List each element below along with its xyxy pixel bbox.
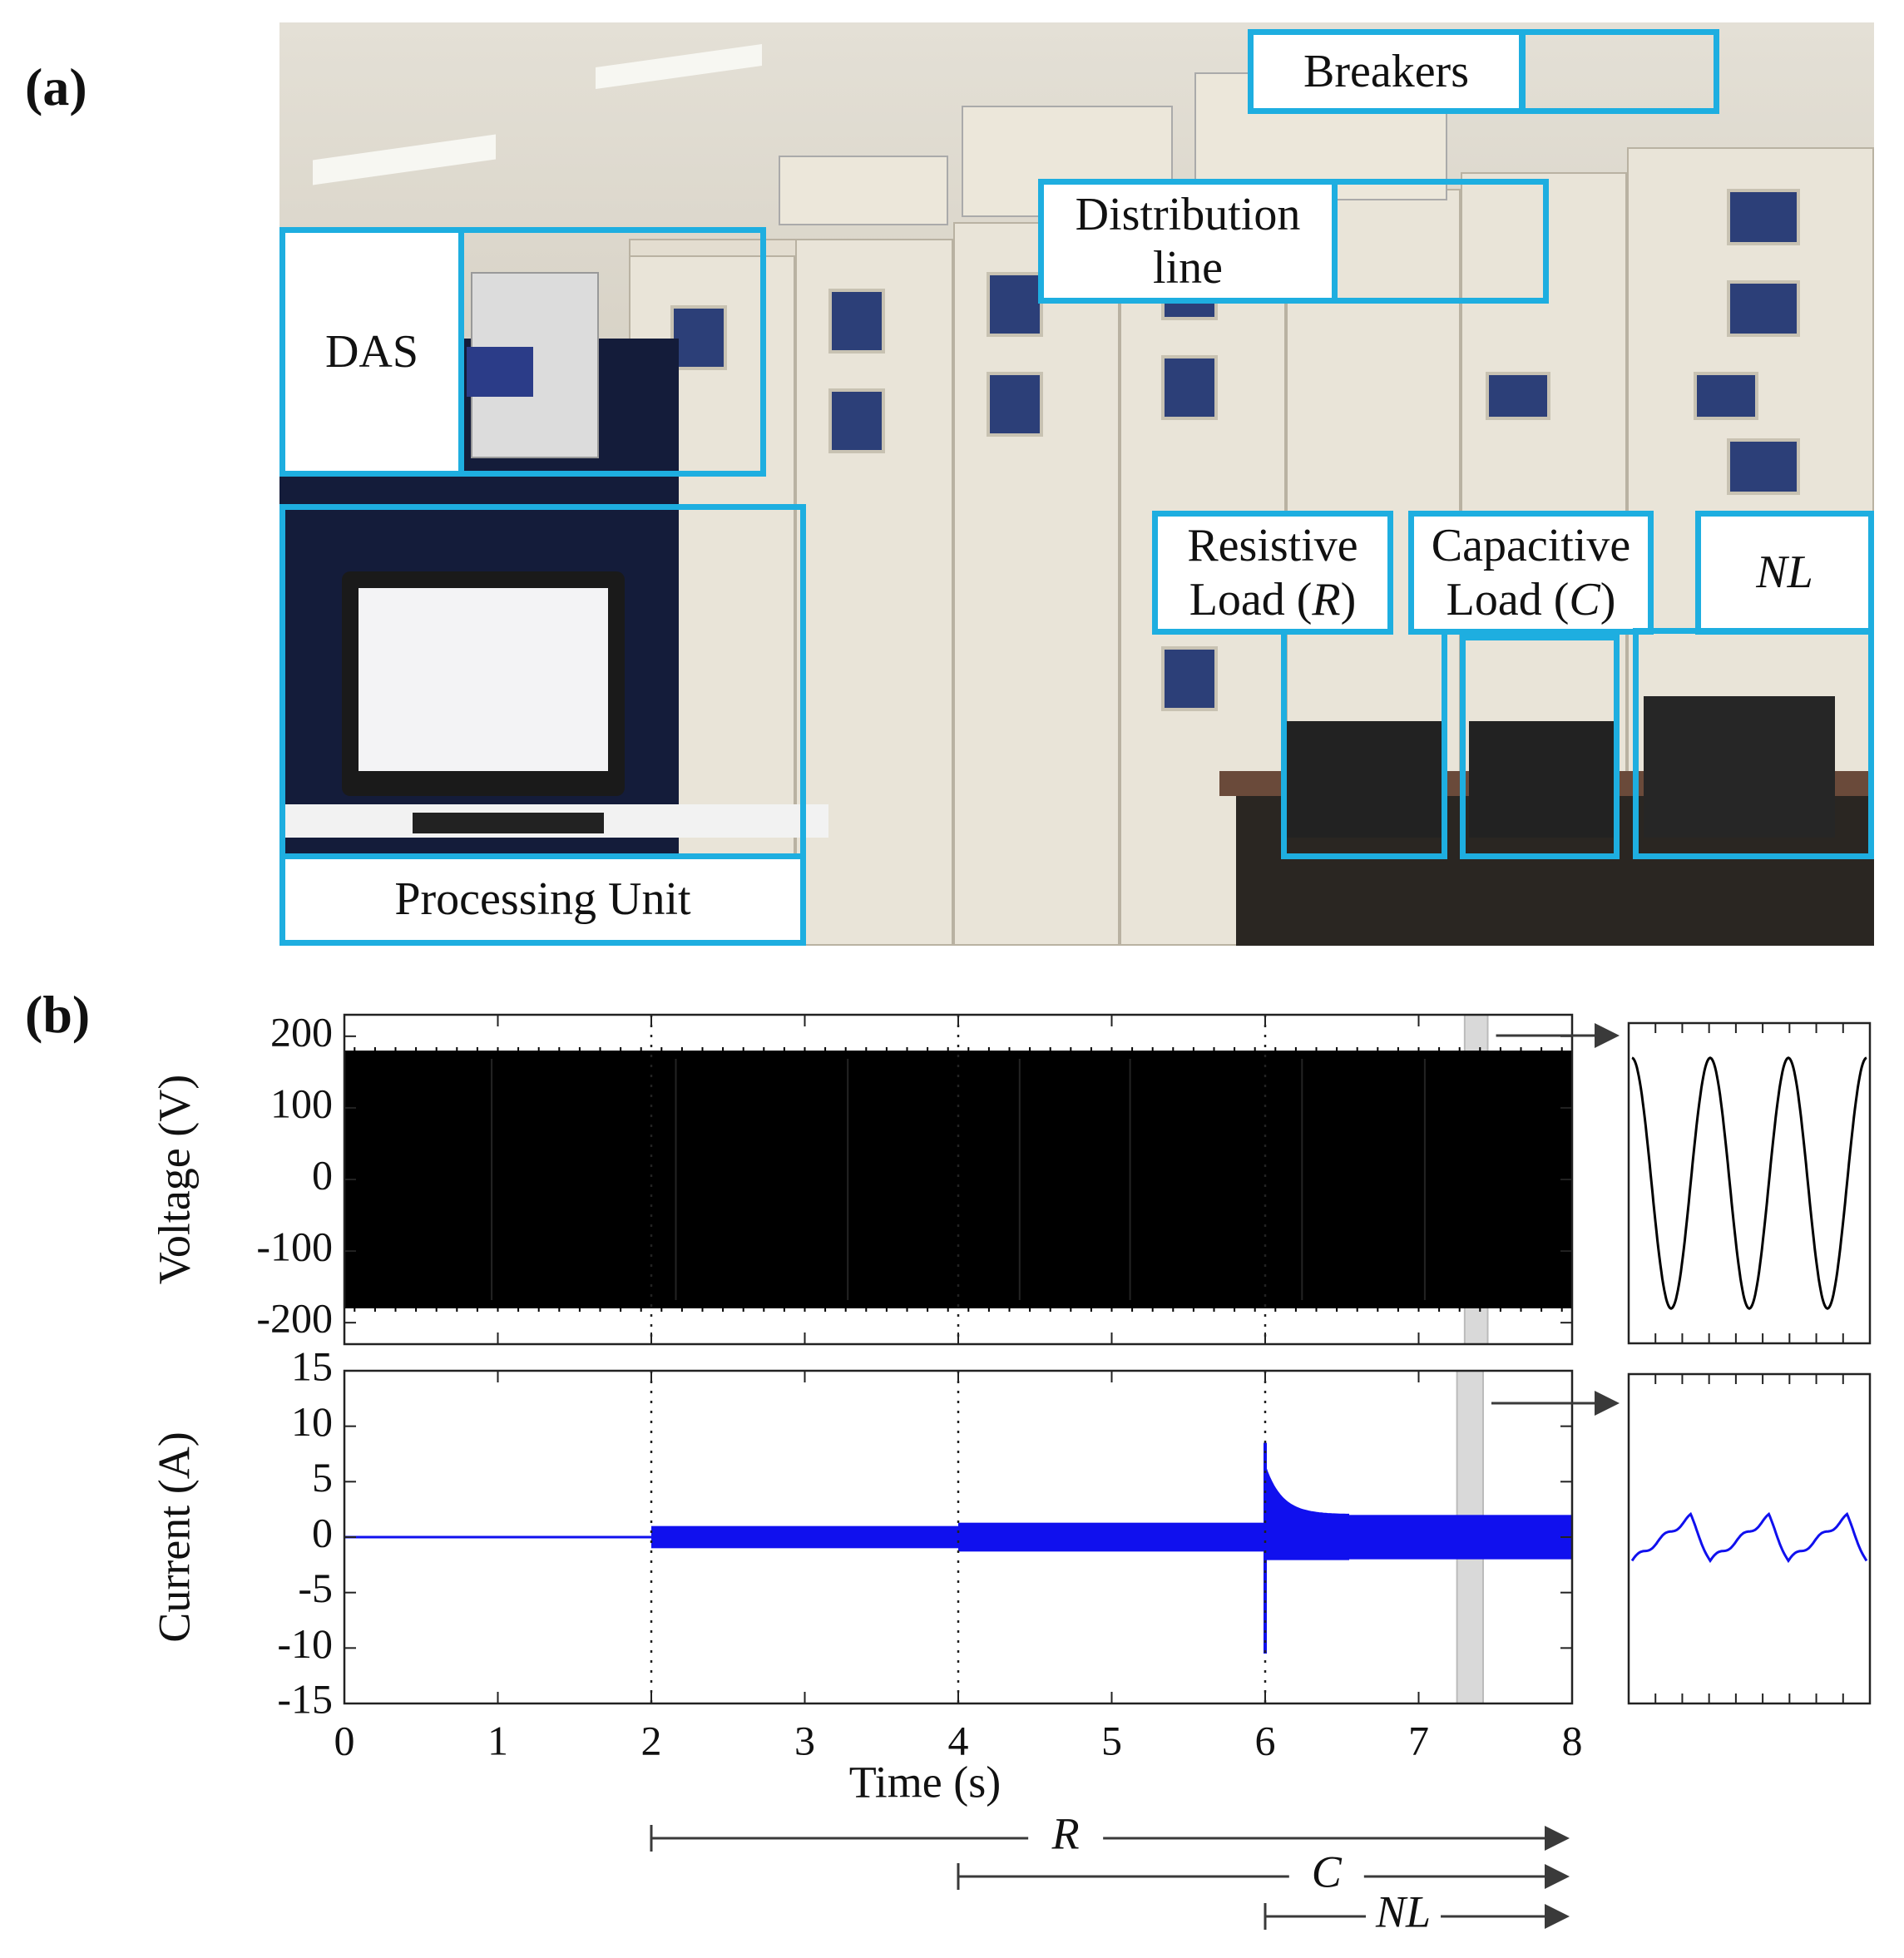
load-arrow-label: R [1051, 1808, 1080, 1858]
panel-meter [828, 388, 885, 453]
x-tick-label: 8 [1562, 1717, 1583, 1763]
x-tick-label: 0 [334, 1717, 355, 1763]
panel-meter [1727, 189, 1800, 245]
panel-meter [670, 305, 727, 370]
capacitive-load-text-1: Capacitive [1431, 520, 1631, 572]
das-text: DAS [324, 325, 419, 378]
resistive-load-text-2: Load (R) [1189, 573, 1357, 625]
current-transient-decay [1264, 1466, 1349, 1560]
current-y-tick-label: 0 [312, 1509, 333, 1555]
load-arrow-label-bg [1366, 1891, 1442, 1941]
nonlinear-load-box [1644, 696, 1835, 838]
distribution-line-text-2: line [1153, 242, 1223, 294]
capacitive-load-box [1469, 721, 1619, 838]
current-y-tick-label: 10 [291, 1398, 333, 1445]
resistive-load-text-1: Resistive [1187, 520, 1358, 572]
voltage-y-tick-label: 100 [270, 1080, 333, 1126]
capacitive-load-label: Capacitive Load (C) [1408, 511, 1654, 635]
load-arrow-label: NL [1375, 1886, 1431, 1936]
voltage-y-tick-label: -200 [256, 1295, 333, 1342]
panel-meter [1727, 280, 1800, 337]
voltage-y-axis-label: Voltage (V) [149, 1075, 199, 1284]
x-tick-label: 6 [1255, 1717, 1276, 1763]
panel-meter [987, 272, 1043, 337]
current-y-tick-label: -5 [298, 1565, 333, 1611]
current-y-axis-label: Current (A) [149, 1431, 199, 1642]
load-arrow-label: C [1312, 1847, 1343, 1896]
load-arrow-label-bg [1288, 1852, 1364, 1901]
nl-box-outline [1633, 628, 1874, 859]
distribution-line-text-1: Distribution [1075, 188, 1301, 240]
panel-meter [1161, 355, 1218, 420]
current-y-tick-label: 15 [291, 1342, 333, 1389]
panel-meter [987, 372, 1043, 437]
x-tick-label: 2 [641, 1717, 662, 1763]
x-tick-label: 3 [794, 1717, 815, 1763]
voltage-trace-streaks [491, 1059, 1426, 1300]
voltage-trace [344, 1051, 1572, 1308]
x-tick-label: 7 [1408, 1717, 1429, 1763]
x-tick-label: 1 [487, 1717, 508, 1763]
panel-b-label: (b) [25, 985, 91, 1044]
keyboard [413, 813, 604, 833]
lab-photo [279, 22, 1874, 946]
voltage-inset-frame [1627, 1021, 1872, 1345]
monitor-screen [359, 588, 608, 771]
cabinet-column [953, 222, 1120, 946]
panel-meter [1486, 372, 1550, 420]
load-arrow-label-bg [1028, 1813, 1104, 1863]
current-inset-trace [1630, 1511, 1868, 1564]
panel-a-label: (a) [25, 57, 87, 116]
nl-text: NL [1756, 546, 1813, 599]
cabinet-column [795, 239, 953, 946]
voltage-inset-trace [1631, 1056, 1867, 1310]
resistive-load-label: Resistive Load (R) [1152, 511, 1393, 635]
voltage-y-tick-label: -100 [256, 1224, 333, 1270]
resistive-load-box [1286, 721, 1444, 838]
panel-meter [1161, 646, 1218, 711]
resistive-load-box-outline [1281, 635, 1447, 859]
panel-meter [828, 289, 885, 354]
capacitive-load-box-outline [1460, 635, 1620, 859]
distribution-line-label: Distribution line [1038, 179, 1338, 304]
panel-meter [1727, 438, 1800, 495]
x-tick-label: 5 [1101, 1717, 1122, 1763]
current-y-tick-label: -15 [277, 1675, 333, 1722]
das-display [467, 347, 533, 397]
x-tick-label: 4 [948, 1717, 969, 1763]
nl-label: NL [1695, 511, 1874, 635]
x-axis-label: Time (s) [849, 1757, 1001, 1807]
breakers-text: Breakers [1303, 45, 1469, 97]
current-trace-segment [651, 1525, 958, 1549]
top-equipment [779, 156, 948, 225]
voltage-y-tick-label: 0 [312, 1151, 333, 1198]
das-label: DAS [279, 227, 464, 477]
voltage-y-tick-label: 200 [270, 1008, 333, 1055]
processing-unit-label: Processing Unit [279, 853, 806, 946]
current-y-tick-label: -10 [277, 1620, 333, 1667]
breakers-label: Breakers [1248, 29, 1525, 114]
processing-unit-text: Processing Unit [394, 873, 691, 926]
current-y-tick-label: 5 [312, 1454, 333, 1501]
current-trace-segment [958, 1522, 1265, 1552]
current-inset-frame [1627, 1372, 1872, 1705]
panel-meter [1694, 372, 1758, 420]
capacitive-load-text-2: Load (C) [1446, 573, 1616, 625]
